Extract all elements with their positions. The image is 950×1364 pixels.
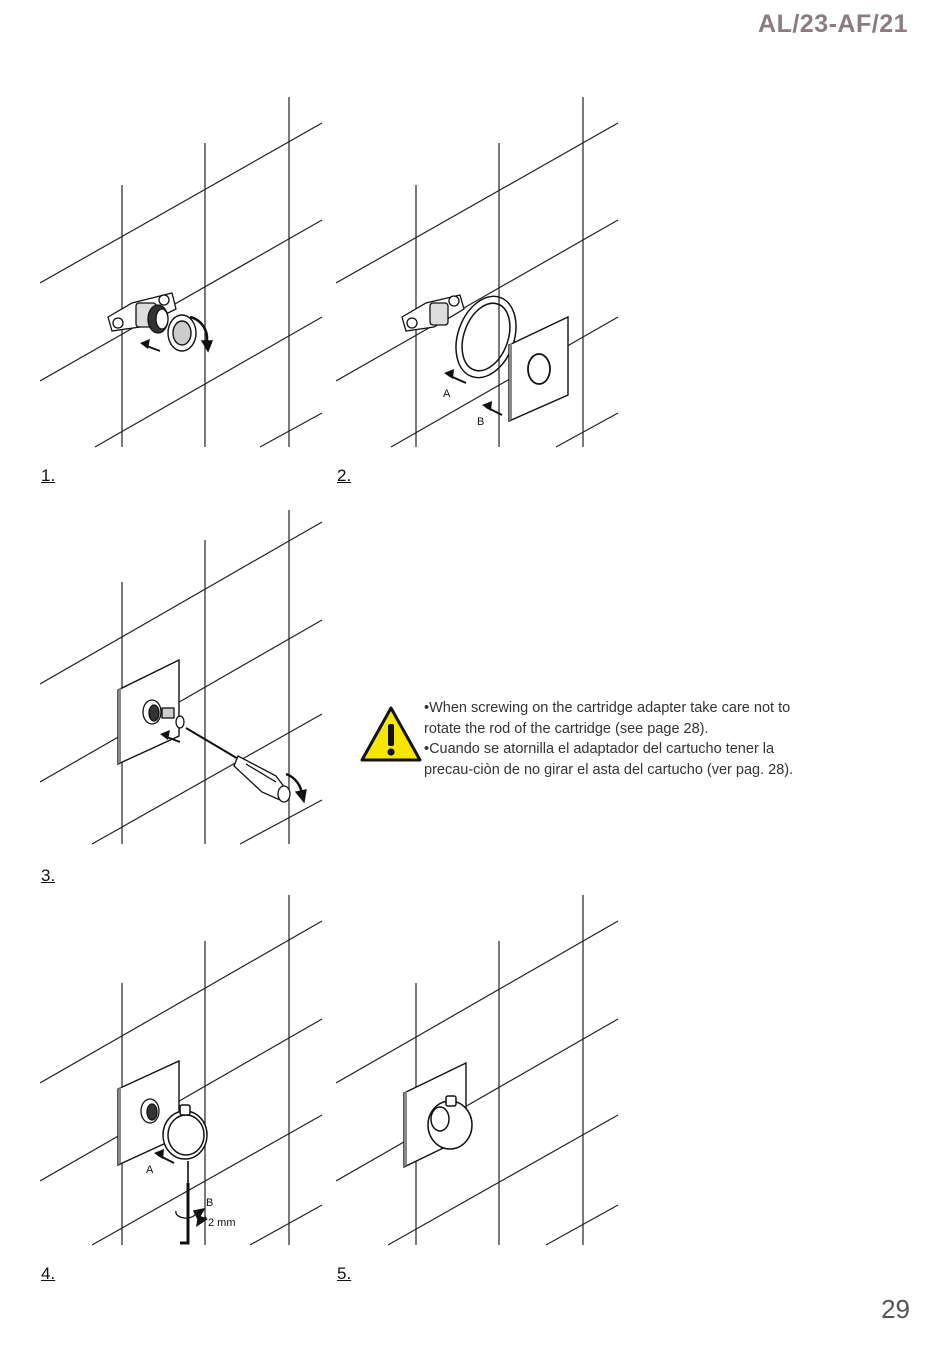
wall-tile-grid (40, 895, 322, 1245)
wall-tile-grid (336, 97, 618, 447)
callout-a: A (443, 388, 451, 400)
mixer-valve-body (108, 293, 176, 333)
warning-line-es-2: precau-ciòn de no girar el asta del cart… (424, 760, 884, 781)
step-label: 3. (41, 866, 55, 886)
callout-a: A (146, 1164, 154, 1176)
step-label: 4. (41, 1264, 55, 1284)
page-number: 29 (881, 1294, 910, 1325)
direction-arrow (140, 339, 160, 351)
step-3-illustration (40, 510, 325, 850)
step-5-illustration (336, 893, 621, 1253)
figure-step-5 (336, 893, 621, 1253)
wall-tile-grid (40, 97, 322, 447)
step-2-illustration: A B (336, 95, 621, 450)
callout-b: B (477, 416, 484, 428)
step-1-illustration (40, 95, 325, 450)
wall-tile-grid (336, 895, 618, 1245)
mixer-valve-body (402, 295, 464, 331)
warning-line-en-2: rotate the rod of the cartridge (see pag… (424, 719, 884, 740)
warning-triangle-icon (360, 706, 422, 762)
callout-b: B (206, 1197, 213, 1209)
step-label: 2. (337, 466, 351, 486)
step-label: 1. (41, 466, 55, 486)
document-code: AL/23-AF/21 (758, 10, 908, 39)
direction-arrow-b (196, 1215, 208, 1227)
step-label: 5. (337, 1264, 351, 1284)
step-4-illustration: A B 2 mm (40, 893, 325, 1253)
warning-line-es-1: •Cuando se atornilla el adaptador del ca… (424, 739, 884, 760)
cartridge-adapter (141, 1099, 159, 1123)
warning-line-en-1: •When screwing on the cartridge adapter … (424, 698, 884, 719)
warning-text: •When screwing on the cartridge adapter … (424, 698, 884, 780)
figure-step-4: A B 2 mm (40, 893, 325, 1253)
figure-step-2: A B (336, 95, 621, 450)
warning-note: •When screwing on the cartridge adapter … (360, 698, 880, 788)
tool-size-label: 2 mm (208, 1217, 236, 1229)
figure-step-1 (40, 95, 325, 450)
screwdriver (186, 728, 306, 802)
figure-step-3 (40, 510, 325, 850)
cover-plate (509, 317, 568, 421)
allen-key (176, 1161, 204, 1243)
